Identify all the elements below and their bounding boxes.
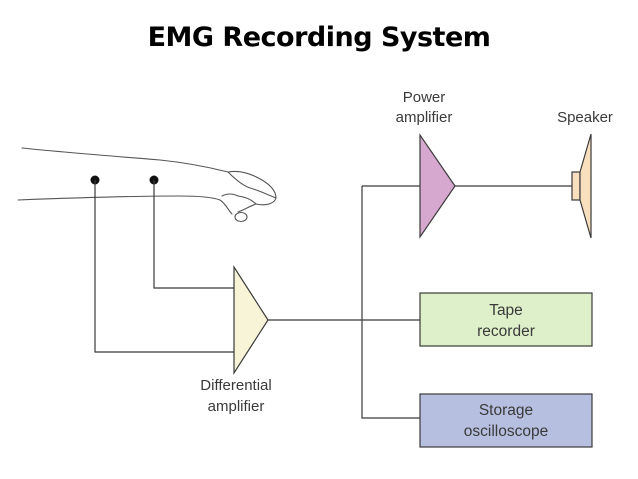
storage-oscilloscope-label-line1: Storage: [479, 402, 533, 419]
arm-hand-drawing: [17, 147, 277, 223]
differential-amplifier-label-line2: amplifier: [208, 398, 265, 415]
arm-bottom-contour: [17, 195, 233, 215]
thumb-tip: [234, 211, 248, 223]
speaker-label: Speaker: [557, 109, 613, 126]
power-amplifier-label-line1: Power: [403, 89, 446, 106]
differential-amplifier-label-line1: Differential: [200, 377, 271, 394]
power-amplifier-label-line2: amplifier: [396, 109, 453, 126]
power-amplifier-triangle: [419, 133, 456, 239]
wiring: [94, 180, 572, 419]
arm-top-contour: [21, 147, 277, 199]
tape-recorder-label-line1: Tape: [489, 302, 523, 319]
hand-fingers: [221, 193, 257, 205]
storage-oscilloscope-label-line2: oscilloscope: [464, 423, 548, 440]
tape-recorder-box: [419, 292, 593, 347]
wire-bus-vertical: [361, 186, 420, 419]
tape-recorder-label-line2: recorder: [477, 323, 535, 340]
hand-knuckles: [227, 171, 277, 213]
storage-oscilloscope-box: [419, 393, 593, 448]
differential-amplifier-triangle: [233, 264, 269, 376]
wire-electrode-1: [94, 180, 234, 353]
speaker-icon: [571, 133, 592, 239]
page-title: EMG Recording System: [147, 22, 491, 53]
wire-electrode-2: [153, 180, 234, 289]
